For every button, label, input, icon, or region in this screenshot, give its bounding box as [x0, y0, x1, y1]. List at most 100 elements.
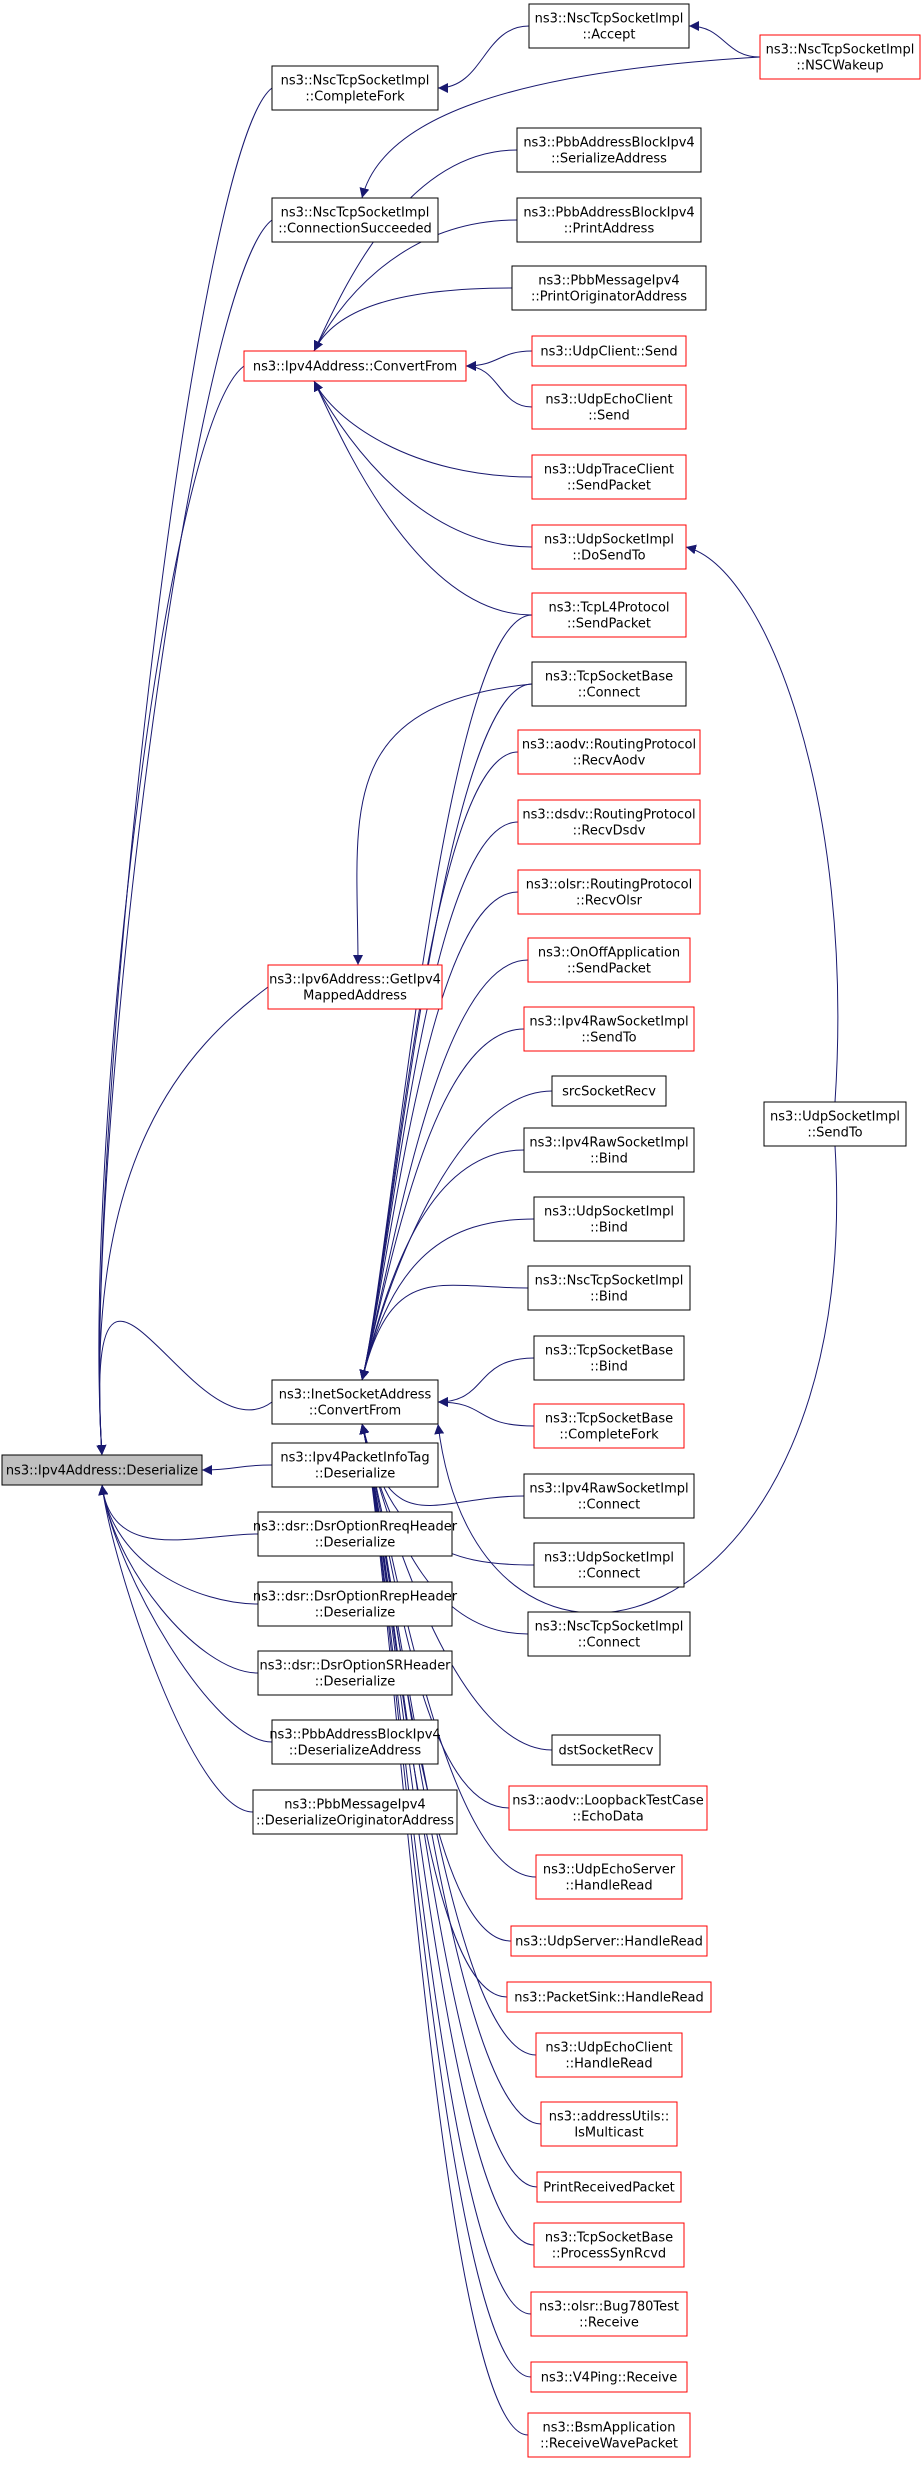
graph-node-packetsink-read[interactable]: ns3::PacketSink::HandleRead: [506, 1981, 712, 2013]
call-edge: [359, 1423, 537, 2056]
graph-node-udpechoclient-read[interactable]: ns3::UdpEchoClient::HandleRead: [535, 2032, 683, 2078]
node-box: [271, 65, 439, 111]
graph-node-printreceived[interactable]: PrintReceivedPacket: [536, 2171, 682, 2203]
node-box: [516, 197, 702, 243]
node-box: [536, 2171, 682, 2203]
node-box: [531, 661, 687, 707]
call-edge: [313, 380, 533, 548]
node-label: ns3::BsmApplication: [542, 2421, 675, 2436]
node-box: [533, 2222, 685, 2268]
node-box: [267, 964, 443, 1010]
node-box: [531, 335, 687, 367]
graph-node-aodv-echo[interactable]: ns3::aodv::LoopbackTestCase::EchoData: [508, 1785, 708, 1831]
node-label: ::NSCWakeup: [796, 59, 883, 74]
graph-node-nsc-bind[interactable]: ns3::NscTcpSocketImpl::Bind: [527, 1265, 691, 1311]
node-box: [523, 1127, 695, 1173]
nodes-layer: ns3::Ipv4Address::Deserialize ns3::InetSo…: [1, 3, 921, 2458]
call-edge: [437, 1357, 535, 1407]
graph-node-tcpbase-synrcvd[interactable]: ns3::TcpSocketBase::ProcessSynRcvd: [533, 2222, 685, 2268]
call-edge: [313, 380, 533, 478]
graph-node-addressutils-multicast[interactable]: ns3::addressUtils::IsMulticast: [540, 2101, 678, 2147]
node-box: [516, 127, 702, 173]
node-label: ::Deserialize: [315, 1467, 396, 1482]
graph-node-olsr-recv[interactable]: ns3::olsr::RoutingProtocol::RecvOlsr: [517, 869, 701, 915]
node-label: ns3::TcpSocketBase: [545, 1412, 673, 1427]
node-label: ns3::olsr::Bug780Test: [539, 2300, 679, 2315]
node-label: ::Connect: [578, 1498, 641, 1513]
graph-node-pktinfo-deser[interactable]: ns3::Ipv4PacketInfoTag::Deserialize: [271, 1442, 439, 1488]
call-edge: [96, 1320, 273, 1456]
graph-node-tcpbase-connect[interactable]: ns3::TcpSocketBase::Connect: [531, 661, 687, 707]
graph-node-pbb-block-deser[interactable]: ns3::PbbAddressBlockIpv4::DeserializeAdd…: [269, 1719, 441, 1765]
node-label: ns3::InetSocketAddress: [279, 1388, 432, 1403]
node-label: ns3::TcpSocketBase: [545, 1344, 673, 1359]
node-label: ns3::UdpTraceClient: [544, 463, 674, 478]
node-label: ::Bind: [590, 1152, 628, 1167]
graph-node-aodv-recv[interactable]: ns3::aodv::RoutingProtocol::RecvAodv: [517, 729, 701, 775]
node-box: [533, 1403, 685, 1449]
node-label: ns3::UdpEchoServer: [543, 1863, 676, 1878]
call-edge: [313, 380, 533, 616]
graph-node-udpsock-sendto[interactable]: ns3::UdpSocketImpl::SendTo: [763, 1101, 907, 1147]
graph-node-dsr-rrep[interactable]: ns3::dsr::DsrOptionRrepHeader::Deseriali…: [253, 1581, 458, 1627]
graph-node-pbb-msg-deser[interactable]: ns3::PbbMessageIpv4::DeserializeOriginat…: [252, 1789, 458, 1835]
node-label: ::RecvOlsr: [576, 894, 643, 909]
graph-node-v4ping-recv[interactable]: ns3::V4Ping::Receive: [530, 2361, 688, 2393]
graph-node-root[interactable]: ns3::Ipv4Address::Deserialize: [1, 1454, 203, 1486]
graph-node-inet-convert[interactable]: ns3::InetSocketAddress::ConvertFrom: [271, 1379, 439, 1425]
node-box: [763, 1101, 907, 1147]
graph-node-ipv4raw-sendto[interactable]: ns3::Ipv4RawSocketImpl::SendTo: [523, 1006, 695, 1052]
graph-node-bsm-recv[interactable]: ns3::BsmApplication::ReceiveWavePacket: [527, 2412, 691, 2458]
call-edge: [98, 1484, 273, 1743]
graph-node-pbb-block-print[interactable]: ns3::PbbAddressBlockIpv4::PrintAddress: [516, 197, 702, 243]
node-label: ns3::UdpSocketImpl: [544, 533, 674, 548]
node-label: ns3::dsr::DsrOptionRreqHeader: [253, 1520, 458, 1535]
graph-node-udpclient-send[interactable]: ns3::UdpClient::Send: [531, 335, 687, 367]
graph-node-nsc-completefork[interactable]: ns3::NscTcpSocketImpl::CompleteFork: [271, 65, 439, 111]
node-label: ::Bind: [590, 1221, 628, 1236]
node-label: ns3::TcpSocketBase: [545, 2231, 673, 2246]
graph-node-udpsock-connect[interactable]: ns3::UdpSocketImpl::Connect: [533, 1542, 685, 1588]
graph-node-tcpbase-completefork[interactable]: ns3::TcpSocketBase::CompleteFork: [533, 1403, 685, 1449]
graph-node-udpserver-read[interactable]: ns3::UdpServer::HandleRead: [510, 1925, 708, 1957]
node-box: [510, 1925, 708, 1957]
graph-node-ipv4raw-bind[interactable]: ns3::Ipv4RawSocketImpl::Bind: [523, 1127, 695, 1173]
graph-node-dsr-rreq[interactable]: ns3::dsr::DsrOptionRreqHeader::Deseriali…: [253, 1511, 458, 1557]
node-label: ::Connect: [578, 686, 641, 701]
graph-node-tcpl4-send[interactable]: ns3::TcpL4Protocol::SendPacket: [531, 592, 687, 638]
graph-node-ipv4-convert[interactable]: ns3::Ipv4Address::ConvertFrom: [243, 350, 467, 382]
call-edge: [359, 1423, 538, 2188]
node-label: ::Connect: [578, 1636, 641, 1651]
node-box: [527, 2412, 691, 2458]
graph-node-dstsocketrecv[interactable]: dstSocketRecv: [551, 1734, 661, 1766]
node-label: IsMulticast: [574, 2126, 643, 2141]
node-label: ::PrintOriginatorAddress: [531, 290, 687, 305]
node-label: ::SendPacket: [567, 617, 651, 632]
node-box: [517, 869, 701, 915]
graph-node-nsc-connect[interactable]: ns3::NscTcpSocketImpl::Connect: [527, 1611, 691, 1657]
graph-node-pbb-block-ser[interactable]: ns3::PbbAddressBlockIpv4::SerializeAddre…: [516, 127, 702, 173]
graph-node-udpecho-send[interactable]: ns3::UdpEchoClient::Send: [531, 384, 687, 430]
graph-node-udptrace-send[interactable]: ns3::UdpTraceClient::SendPacket: [531, 454, 687, 500]
graph-node-udpsock-dosendto[interactable]: ns3::UdpSocketImpl::DoSendTo: [531, 524, 687, 570]
call-edge: [359, 1149, 525, 1381]
graph-node-udpsock-bind[interactable]: ns3::UdpSocketImpl::Bind: [533, 1196, 685, 1242]
node-label: ::SendPacket: [567, 962, 651, 977]
graph-node-srcsocketrecv[interactable]: srcSocketRecv: [551, 1075, 667, 1107]
graph-node-dsr-sr[interactable]: ns3::dsr::DsrOptionSRHeader::Deserialize: [257, 1650, 453, 1696]
graph-node-tcpbase-bind[interactable]: ns3::TcpSocketBase::Bind: [533, 1335, 685, 1381]
graph-node-udpechoserver-read[interactable]: ns3::UdpEchoServer::HandleRead: [535, 1854, 683, 1900]
graph-node-pbb-msg-print[interactable]: ns3::PbbMessageIpv4::PrintOriginatorAddr…: [511, 265, 707, 311]
graph-node-ipv4raw-connect[interactable]: ns3::Ipv4RawSocketImpl::Connect: [523, 1473, 695, 1519]
graph-node-nsc-wakeup[interactable]: ns3::NscTcpSocketImpl::NSCWakeup: [759, 34, 921, 80]
node-label: ns3::UdpSocketImpl: [544, 1551, 674, 1566]
graph-node-nsc-connsucc[interactable]: ns3::NscTcpSocketImpl::ConnectionSucceed…: [271, 197, 439, 243]
graph-node-olsr-bug780[interactable]: ns3::olsr::Bug780Test::Receive: [530, 2291, 688, 2337]
graph-node-onoff-send[interactable]: ns3::OnOffApplication::SendPacket: [527, 937, 691, 983]
graph-node-dsdv-recv[interactable]: ns3::dsdv::RoutingProtocol::RecvDsdv: [517, 799, 701, 845]
graph-node-nsc-accept[interactable]: ns3::NscTcpSocketImpl::Accept: [528, 3, 690, 49]
node-label: ns3::TcpL4Protocol: [548, 601, 669, 616]
node-box: [531, 524, 687, 570]
node-label: ns3::Ipv4Address::Deserialize: [6, 1464, 198, 1479]
